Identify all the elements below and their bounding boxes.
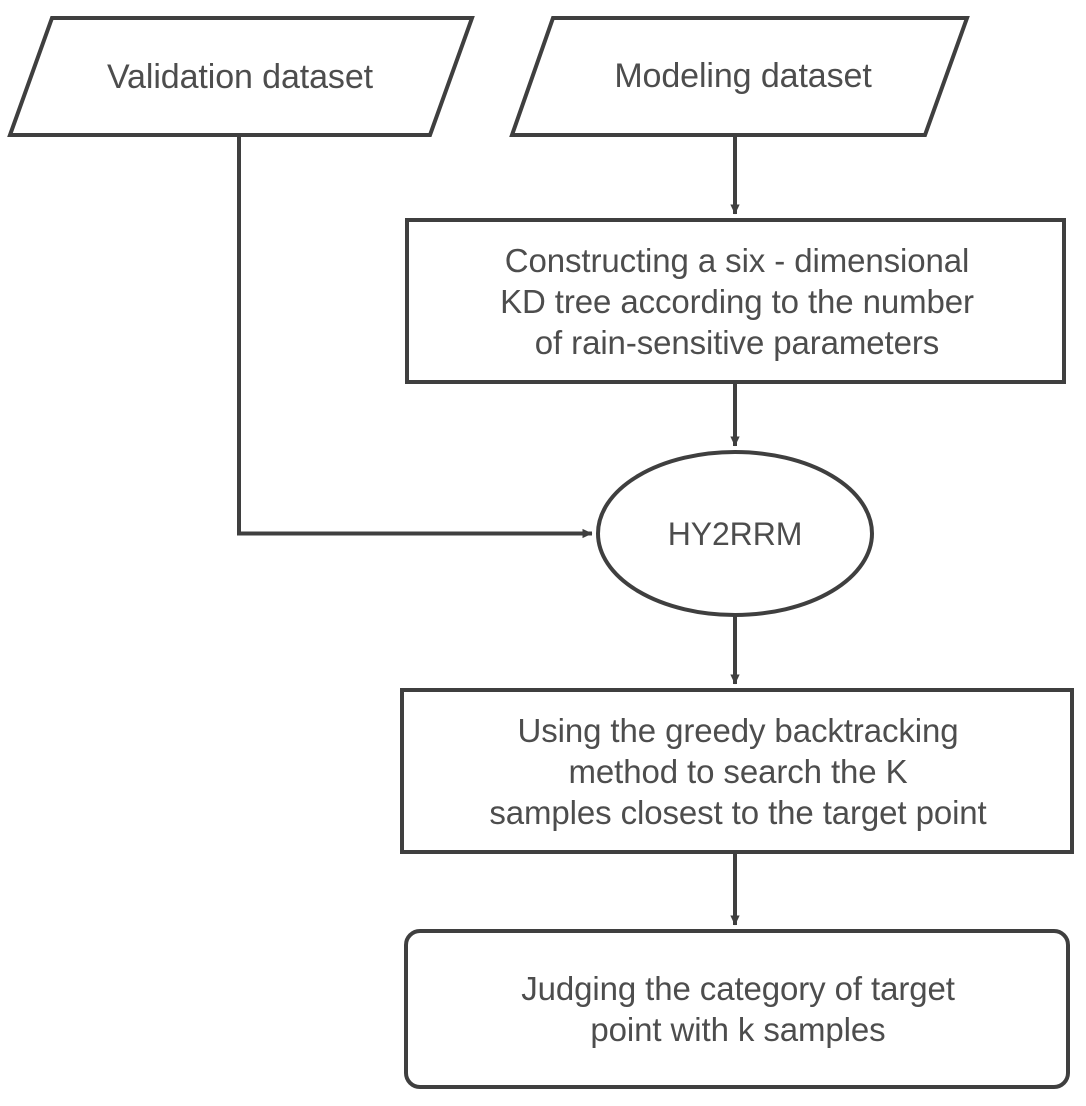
node-kd-tree-construction-shape[interactable] (405, 218, 1066, 384)
node-modeling-dataset-shape[interactable] (509, 16, 970, 137)
node-greedy-backtracking-shape[interactable] (400, 688, 1074, 854)
node-hy2rrm-shape[interactable] (596, 450, 874, 617)
node-validation-dataset-shape[interactable] (7, 16, 475, 137)
node-judging-category-shape[interactable] (404, 929, 1070, 1089)
edge-validation-to-hy2rrm (237, 135, 593, 539)
